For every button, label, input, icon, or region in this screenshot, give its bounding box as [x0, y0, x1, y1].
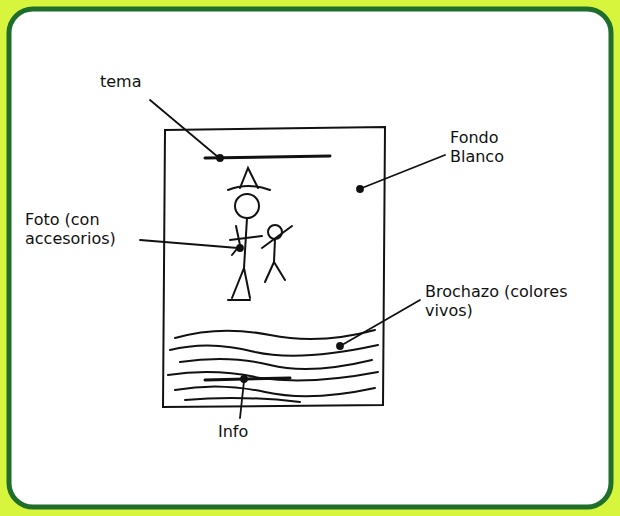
leader-dot — [357, 186, 363, 192]
leader-dot — [217, 155, 223, 161]
leader-line — [240, 381, 244, 418]
leader-dot — [237, 245, 243, 251]
hat-brim — [228, 186, 270, 190]
brush-strokes — [168, 330, 378, 402]
hat-crown — [240, 168, 258, 188]
callout-label: Foto (con accesorios) — [25, 210, 137, 248]
leader-line — [362, 155, 445, 188]
callout-label: Brochazo (colores vivos) — [425, 282, 597, 320]
poster-sketch — [163, 127, 385, 407]
leader-lines — [140, 100, 445, 418]
second-head — [268, 225, 282, 239]
head — [235, 194, 259, 218]
poster-outline — [163, 127, 385, 407]
callout-label: Fondo Blanco — [450, 128, 550, 166]
figure-body — [228, 218, 262, 300]
leader-dot — [337, 343, 343, 349]
callout-label: tema — [100, 72, 190, 91]
callout-label: Info — [218, 422, 288, 441]
leader-line — [150, 100, 218, 157]
second-figure — [262, 226, 292, 282]
leader-line — [342, 300, 420, 345]
leader-dot — [241, 376, 247, 382]
leader-line — [140, 240, 238, 248]
frame — [9, 9, 611, 507]
